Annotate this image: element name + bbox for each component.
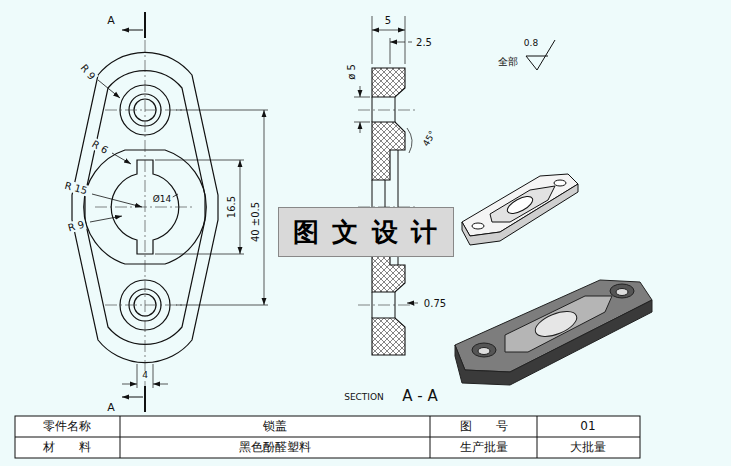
section-view	[372, 318, 405, 355]
dimension-line	[240, 160, 241, 254]
width-dimension: 4	[141, 371, 149, 381]
center-line	[358, 305, 418, 306]
table-cell: 01	[579, 420, 596, 433]
dimension-line	[407, 128, 412, 153]
section-mark	[122, 12, 145, 412]
length-dimension: 40 ±0.5	[250, 201, 261, 243]
leader-line	[112, 153, 131, 164]
length-dimension: 16.5	[226, 195, 237, 219]
dimension-line	[372, 30, 405, 31]
dimension-line	[153, 384, 168, 385]
iso-view-large	[505, 296, 612, 352]
dimension-line	[137, 364, 138, 388]
section-edge	[395, 292, 396, 318]
iso-view-large	[455, 280, 652, 385]
table-cell: 黑色酚醛塑料	[238, 441, 312, 454]
dimension-line	[360, 122, 361, 133]
iso-view-large	[610, 284, 634, 298]
depth-dimension: 0.75	[423, 298, 447, 309]
center-line	[358, 110, 418, 111]
title-block	[15, 416, 640, 458]
dimension-line	[405, 16, 406, 64]
section-letter: A	[106, 402, 116, 414]
leader-line	[98, 80, 120, 98]
center-line	[105, 110, 185, 111]
watermark-text: 图 文 设 计	[293, 215, 438, 250]
dimension-line	[176, 305, 268, 306]
radius-dimension: R 9	[66, 218, 87, 233]
section-mark	[122, 30, 143, 31]
title-block	[537, 416, 538, 458]
section-title: A - A	[401, 388, 438, 405]
leader-line	[90, 216, 122, 222]
section-mark	[144, 12, 146, 38]
dimension-line	[360, 86, 361, 97]
thickness-dimension: 2.5	[415, 37, 433, 48]
iso-view-small	[554, 180, 566, 186]
iso-view-small	[462, 174, 578, 245]
title-block	[120, 416, 121, 458]
diameter-dimension: ø 5	[346, 63, 357, 81]
table-cell: 材 料	[42, 441, 92, 454]
watermark-box: 图 文 设 计	[278, 207, 454, 257]
diameter-dimension: Ø14	[152, 195, 173, 205]
section-mark	[122, 397, 143, 398]
dimension-line	[372, 16, 373, 64]
roughness-value: 0.8	[523, 39, 539, 49]
dimension-line	[264, 110, 265, 305]
section-mark	[144, 386, 146, 412]
iso-view-large	[472, 343, 496, 357]
section-view	[372, 68, 405, 97]
section-edge	[372, 292, 373, 318]
dimension-line	[122, 384, 137, 385]
iso-view-large	[616, 289, 628, 296]
iso-view-small	[472, 223, 484, 229]
table-cell: 图 号	[459, 420, 509, 433]
table-cell: 生产批量	[459, 441, 509, 454]
table-cell: 锁盖	[262, 420, 288, 433]
dimension-line	[155, 254, 244, 255]
leader-line	[92, 194, 142, 207]
table-cell: 零件名称	[42, 420, 92, 433]
section-view	[372, 122, 405, 180]
table-cell: 大批量	[569, 441, 607, 454]
title-block	[430, 416, 431, 458]
leader-line	[90, 80, 178, 222]
dimension-line	[354, 122, 370, 123]
iso-view-small	[505, 193, 535, 217]
roughness-symbol	[526, 56, 548, 57]
section-edge	[372, 97, 373, 122]
section-edge	[395, 97, 396, 122]
thickness-dimension: 5	[384, 15, 392, 26]
iso-view-large	[478, 348, 490, 355]
section-title: SECTION	[343, 393, 385, 403]
dimension-line	[408, 42, 412, 43]
iso-view-large	[532, 306, 580, 341]
dimension-line	[354, 16, 418, 303]
title-block	[15, 437, 640, 438]
dimension-line	[390, 42, 405, 43]
dimension-line	[153, 364, 154, 388]
dimension-line	[407, 303, 418, 304]
iso-view-small	[490, 186, 555, 222]
radius-dimension: R 15	[63, 179, 90, 196]
angle-dimension: 45°	[421, 129, 439, 149]
dimension-line	[354, 97, 370, 98]
iso-view-small	[462, 184, 578, 245]
center-line	[145, 40, 146, 395]
dimension-line	[122, 110, 268, 388]
radius-dimension: R 6	[89, 138, 111, 157]
center-line	[95, 207, 195, 208]
title-block	[15, 416, 640, 458]
roughness-note: 全部	[497, 56, 519, 67]
section-letter: A	[106, 15, 116, 27]
center-line	[105, 305, 185, 306]
dimension-line	[155, 160, 244, 161]
dimension-line	[176, 110, 268, 111]
radius-dimension: R 9	[78, 61, 98, 82]
